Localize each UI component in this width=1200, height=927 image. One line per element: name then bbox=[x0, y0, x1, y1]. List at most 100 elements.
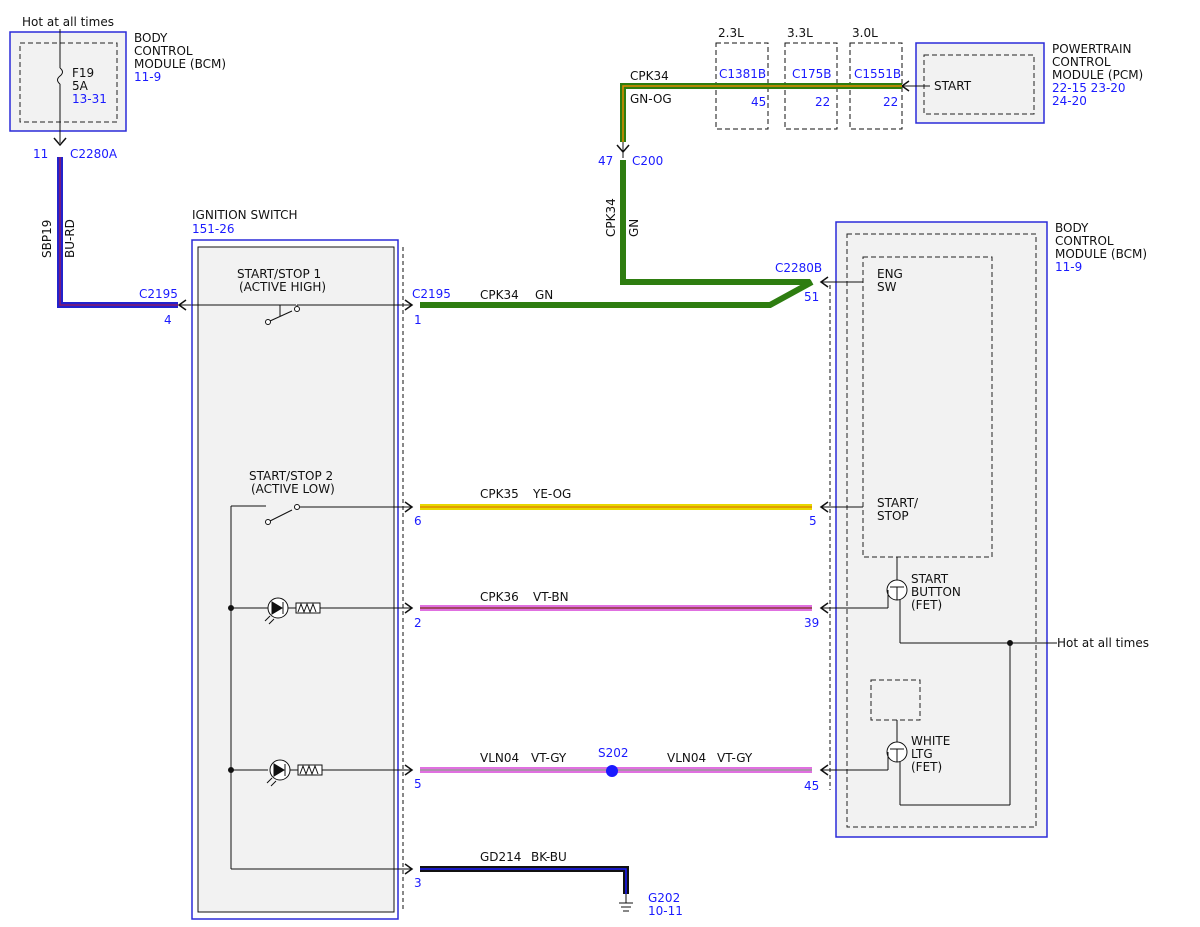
led-2 bbox=[231, 759, 412, 787]
wire-cpk34-gn bbox=[420, 279, 814, 308]
c2195-left-pin: 4 bbox=[164, 313, 172, 327]
w2-color: YE-OG bbox=[532, 487, 571, 501]
w1-color: GN bbox=[535, 288, 553, 302]
bcm-top-ref: 11-9 bbox=[134, 70, 161, 84]
bcm-right bbox=[829, 221, 1048, 838]
c1551b-pin: 22 bbox=[883, 95, 898, 109]
ign-ref: 151-26 bbox=[192, 222, 235, 236]
start-btn-line2: BUTTON bbox=[911, 585, 961, 599]
ss1-line2: (ACTIVE HIGH) bbox=[239, 280, 326, 294]
start-stop-1-switch bbox=[192, 304, 412, 325]
bcm-right-line3: MODULE (BCM) bbox=[1055, 247, 1147, 261]
bcm-top-line2: CONTROL bbox=[134, 44, 193, 58]
pin-2: 2 bbox=[414, 616, 422, 630]
w4-color: VT-GY bbox=[531, 751, 567, 765]
w5-circuit: GD214 bbox=[480, 850, 521, 864]
led-1 bbox=[231, 597, 412, 625]
c2280a-label: C2280A bbox=[70, 147, 118, 161]
sbp19-color: BU-RD bbox=[63, 219, 77, 258]
sbp19-circuit: SBP19 bbox=[40, 220, 54, 258]
c2280b-label: C2280B bbox=[775, 261, 822, 275]
c1551b-label: C1551B bbox=[854, 67, 901, 81]
pin-5: 5 bbox=[414, 777, 422, 791]
fuse-ref: 13-31 bbox=[72, 92, 107, 106]
c2280b-pin-51: 51 bbox=[804, 290, 819, 304]
wire-cpk34-gn-og bbox=[620, 83, 902, 142]
bcm-top-line1: BODY bbox=[134, 31, 168, 45]
start-btn-line1: START bbox=[911, 572, 949, 586]
engine-3-3l: 3.3L bbox=[787, 26, 813, 40]
bcm-right-line1: BODY bbox=[1055, 221, 1089, 235]
hot-label-top: Hot at all times bbox=[22, 15, 114, 29]
wire-cpk34-gn-vertical bbox=[620, 160, 810, 285]
start-btn-line3: (FET) bbox=[911, 598, 942, 612]
c2280b-pin-5: 5 bbox=[809, 514, 817, 528]
ground-label: G202 bbox=[648, 891, 680, 905]
w4b-color: VT-GY bbox=[717, 751, 753, 765]
fuse-rating: 5A bbox=[72, 79, 89, 93]
white-ltg-line1: WHITE bbox=[911, 734, 950, 748]
w4-circuit: VLN04 bbox=[480, 751, 519, 765]
c2195-right-arrows bbox=[404, 299, 414, 875]
splice-s202 bbox=[606, 765, 618, 777]
pin-3: 3 bbox=[414, 876, 422, 890]
start-stop-2-switch bbox=[228, 504, 412, 870]
bcm-top-line3: MODULE (BCM) bbox=[134, 57, 226, 71]
bcm-right-arrows bbox=[819, 276, 829, 776]
eng-sw-line1: ENG bbox=[877, 267, 903, 281]
upper-color: GN-OG bbox=[630, 92, 672, 106]
engine-3-0l: 3.0L bbox=[852, 26, 878, 40]
w3-color: VT-BN bbox=[533, 590, 569, 604]
pin-1: 1 bbox=[414, 313, 422, 327]
pcm-line2: CONTROL bbox=[1052, 55, 1111, 69]
ground-symbol bbox=[619, 894, 633, 912]
c175b-pin: 22 bbox=[815, 95, 830, 109]
bcm-right-ref: 11-9 bbox=[1055, 260, 1082, 274]
c2195-left-label: C2195 bbox=[139, 287, 178, 301]
w3-circuit: CPK36 bbox=[480, 590, 519, 604]
pin-6: 6 bbox=[414, 514, 422, 528]
pcm-ref-line1: 22-15 23-20 bbox=[1052, 81, 1126, 95]
splice-label: S202 bbox=[598, 746, 629, 760]
ss2-line2: (ACTIVE LOW) bbox=[251, 482, 335, 496]
c1381b-label: C1381B bbox=[719, 67, 766, 81]
c175b-label: C175B bbox=[792, 67, 832, 81]
bcm-right-internal-wiring bbox=[821, 281, 1057, 806]
c2195-right-label: C2195 bbox=[412, 287, 451, 301]
ignition-switch bbox=[191, 239, 404, 920]
c200-label: C200 bbox=[632, 154, 663, 168]
pcm-start-label: START bbox=[934, 79, 972, 93]
c2280b-pin-45: 45 bbox=[804, 779, 819, 793]
ign-title: IGNITION SWITCH bbox=[192, 208, 298, 222]
bcm-right-line2: CONTROL bbox=[1055, 234, 1114, 248]
vert-circuit: CPK34 bbox=[604, 198, 618, 237]
start-stop-line1: START/ bbox=[877, 496, 919, 510]
w5-color: BK-BU bbox=[531, 850, 567, 864]
hot-label-right: Hot at all times bbox=[1057, 636, 1149, 650]
pcm-line1: POWERTRAIN bbox=[1052, 42, 1132, 56]
pcm-box bbox=[900, 42, 1045, 124]
vert-color: GN bbox=[627, 219, 641, 237]
ground-ref: 10-11 bbox=[648, 904, 683, 918]
w1-circuit: CPK34 bbox=[480, 288, 519, 302]
wire-sbp19 bbox=[57, 157, 178, 308]
c1381b-pin: 45 bbox=[751, 95, 766, 109]
c2280a-pin: 11 bbox=[33, 147, 48, 161]
white-ltg-line2: LTG bbox=[911, 747, 933, 761]
eng-sw-line2: SW bbox=[877, 280, 897, 294]
top-left-bcm bbox=[9, 29, 127, 147]
fuse-name: F19 bbox=[72, 66, 94, 80]
c2280b-pin-39: 39 bbox=[804, 616, 819, 630]
start-stop-line2: STOP bbox=[877, 509, 909, 523]
upper-circuit: CPK34 bbox=[630, 69, 669, 83]
w4b-circuit: VLN04 bbox=[667, 751, 706, 765]
wire-gd214 bbox=[420, 866, 629, 894]
ss2-line1: START/STOP 2 bbox=[249, 469, 333, 483]
pcm-line3: MODULE (PCM) bbox=[1052, 68, 1143, 82]
white-ltg-line3: (FET) bbox=[911, 760, 942, 774]
c200-pin: 47 bbox=[598, 154, 613, 168]
pcm-ref-line2: 24-20 bbox=[1052, 94, 1087, 108]
w2-circuit: CPK35 bbox=[480, 487, 519, 501]
ss1-line1: START/STOP 1 bbox=[237, 267, 321, 281]
engine-2-3l: 2.3L bbox=[718, 26, 744, 40]
